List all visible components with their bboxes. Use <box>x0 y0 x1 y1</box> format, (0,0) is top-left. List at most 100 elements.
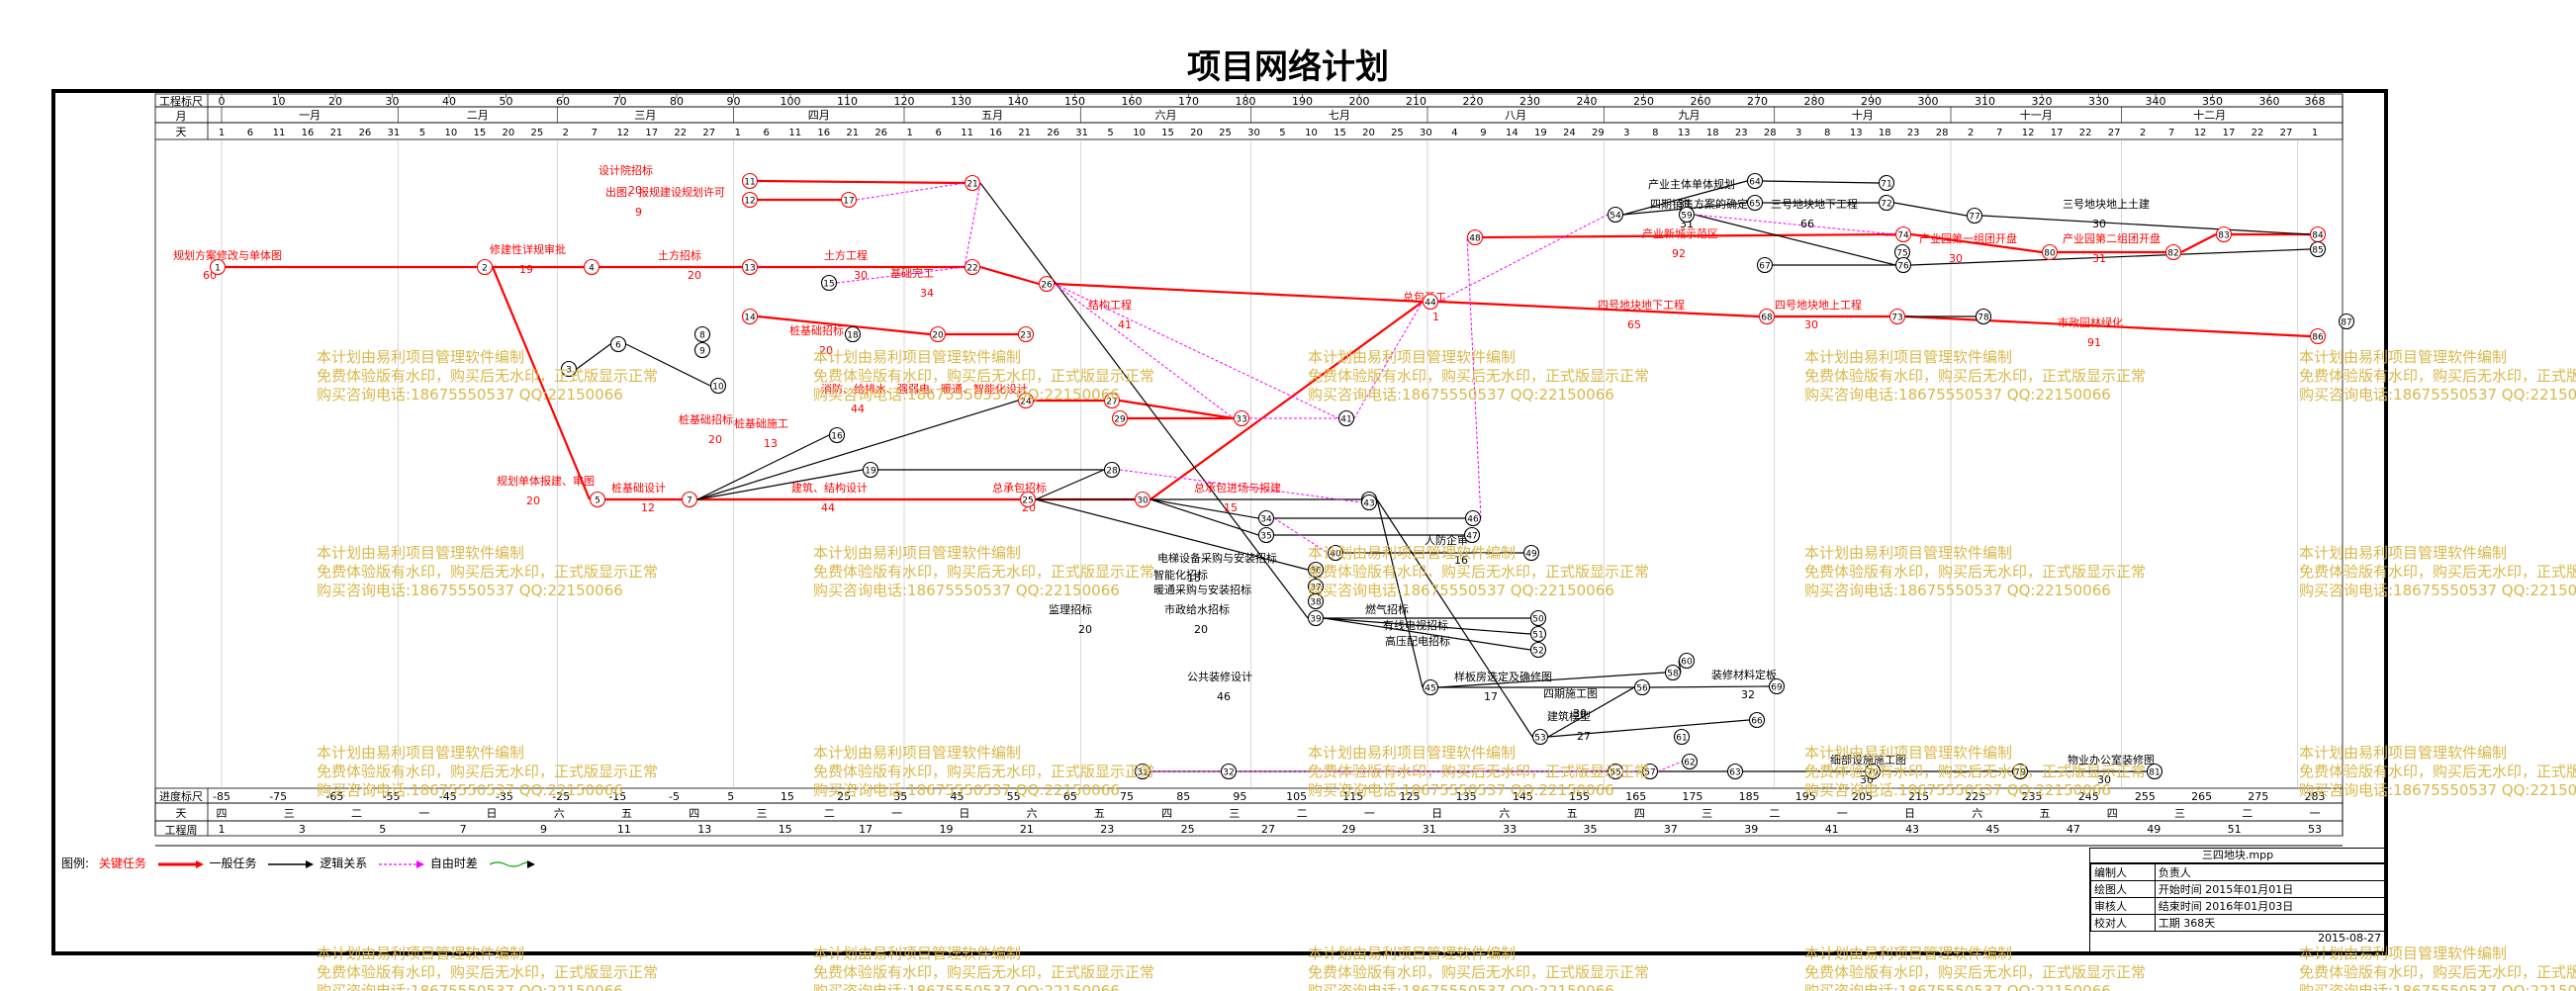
critical-task-arrow <box>491 266 592 500</box>
network-node <box>1233 409 1250 427</box>
day-label: 10 <box>445 128 458 138</box>
day-label: 23 <box>1735 128 1748 138</box>
top-tick-label: 180 <box>1236 95 1256 108</box>
network-node <box>1641 763 1659 780</box>
day-label: 1 <box>906 128 912 138</box>
task-duration: 20 <box>708 433 722 446</box>
weekday-label: 三 <box>757 807 768 820</box>
network-node <box>2146 763 2163 780</box>
week-label: 37 <box>1664 823 1678 836</box>
task-label: 人防企审 <box>1425 533 1468 547</box>
task-label: 产业新城示范区 <box>1642 226 1718 240</box>
day-label: 12 <box>2194 128 2207 138</box>
watermark-text: 本计划由易利项目管理软件编制免费体验版有水印，购买后无水印，正式版显示正常购买咨… <box>1308 945 1649 991</box>
legend-logic-text: 逻辑关系 <box>320 856 368 870</box>
weekday-label: 一 <box>891 807 902 820</box>
week-label: 9 <box>540 823 547 836</box>
network-node <box>681 491 698 508</box>
logic-arrow <box>1353 301 1424 419</box>
weekday-label: 六 <box>1027 807 1038 820</box>
task-label: 样板房选定及确修图 <box>1454 670 1552 683</box>
day-label: 26 <box>874 128 887 138</box>
node-number: 65 <box>1749 200 1760 210</box>
bottom-tick-label: 45 <box>950 790 964 803</box>
network-node <box>1529 609 1547 627</box>
node-number: 2 <box>482 264 488 274</box>
week-label: 25 <box>1181 823 1195 836</box>
task-duration: 17 <box>1484 690 1498 703</box>
day-label: 17 <box>2223 128 2236 138</box>
watermark-text: 本计划由易利项目管理软件编制免费体验版有水印，购买后无水印，正式版显示正常购买咨… <box>2299 544 2576 600</box>
network-node <box>1307 592 1325 610</box>
row-label: 天 <box>176 807 187 820</box>
watermark-line: 免费体验版有水印，购买后无水印，正式版显示正常 <box>1804 563 2147 581</box>
weekday-label: 二 <box>824 807 835 820</box>
task-label: 监理招标 <box>1049 602 1092 616</box>
bottom-tick-label: 5 <box>727 790 734 803</box>
weekday-label: 一 <box>1364 807 1375 820</box>
watermark-line: 购买咨询电话:18675550537 QQ:22150066 <box>813 781 1120 799</box>
day-label: 8 <box>1652 128 1658 138</box>
network-node <box>560 360 578 378</box>
bottom-tick-label: 283 <box>2305 790 2326 803</box>
logic-arrow <box>964 182 981 268</box>
node-number: 61 <box>1676 734 1687 744</box>
week-label: 11 <box>617 823 631 836</box>
top-tick-label: 190 <box>1292 95 1313 108</box>
logic-arrow <box>1657 761 1683 772</box>
critical-task-arrow <box>2180 233 2217 253</box>
logic-arrow <box>1054 283 1339 419</box>
week-label: 29 <box>1341 823 1355 836</box>
logic-arrow <box>856 182 966 201</box>
node-number: 46 <box>1467 515 1479 525</box>
node-number: 13 <box>744 264 755 274</box>
watermark-line: 免费体验版有水印，购买后无水印，正式版显示正常 <box>1308 963 1650 981</box>
bottom-tick-label: 235 <box>2022 790 2043 803</box>
day-label: 11 <box>273 128 286 138</box>
network-node <box>1220 763 1238 780</box>
top-tick-label: 240 <box>1577 95 1598 108</box>
month-label: 五月 <box>981 109 1003 122</box>
node-number: 35 <box>1260 532 1271 542</box>
watermark-line: 购买咨询电话:18675550537 QQ:22150066 <box>1308 781 1614 799</box>
weekday-label: 六 <box>1499 807 1510 820</box>
network-node <box>1307 561 1325 579</box>
node-number: 55 <box>1610 768 1620 778</box>
network-node <box>844 325 862 343</box>
top-tick-label: 40 <box>442 95 456 108</box>
task-label: 高压配电招标 <box>1385 634 1450 648</box>
task-label: 物业办公室装修图 <box>2068 753 2155 766</box>
top-tick-label: 210 <box>1406 95 1426 108</box>
watermark-text: 本计划由易利项目管理软件编制免费体验版有水印，购买后无水印，正式版显示正常购买咨… <box>813 945 1154 991</box>
watermark-line: 免费体验版有水印，购买后无水印，正式版显示正常 <box>813 563 1155 581</box>
watermark-line: 本计划由易利项目管理软件编制 <box>1308 544 1517 562</box>
top-tick-label: 120 <box>894 95 915 108</box>
watermark-text: 本计划由易利项目管理软件编制免费体验版有水印，购买后无水印，正式版显示正常购买咨… <box>317 544 658 600</box>
task-duration: 15 <box>1224 501 1238 514</box>
network-node <box>1678 206 1696 224</box>
logic-arrow <box>1054 283 1235 419</box>
weekday-label: 六 <box>554 807 565 820</box>
month-label: 八月 <box>1505 109 1526 122</box>
bottom-tick-label: 215 <box>1908 790 1929 803</box>
legend-float-text: 自由时差 <box>429 856 478 870</box>
bottom-tick-label: 65 <box>1063 790 1077 803</box>
top-tick-label: 170 <box>1178 95 1199 108</box>
watermark-text: 本计划由易利项目管理软件编制免费体验版有水印，购买后无水印，正式版显示正常购买咨… <box>813 744 1154 800</box>
bottom-tick-label: 205 <box>1852 790 1873 803</box>
task-label: 燃气招标 <box>1365 602 1409 616</box>
network-node <box>209 258 227 276</box>
task-label: 产业主体单体规划 <box>1648 177 1735 191</box>
watermark-line: 免费体验版有水印，购买后无水印，正式版显示正常 <box>317 763 659 780</box>
day-label: 22 <box>674 128 687 138</box>
legend-general-text: 一般任务 <box>209 856 257 870</box>
watermark-line: 本计划由易利项目管理软件编制 <box>2299 945 2508 962</box>
row-label: 工程标尺 <box>159 94 203 108</box>
task-label: 总承包招标 <box>992 481 1047 495</box>
critical-task-arrow <box>979 265 1040 286</box>
week-label: 27 <box>1261 823 1275 836</box>
weekday-label: 一 <box>418 807 429 820</box>
day-label: 18 <box>1879 128 1891 138</box>
node-number: 66 <box>1751 717 1763 727</box>
